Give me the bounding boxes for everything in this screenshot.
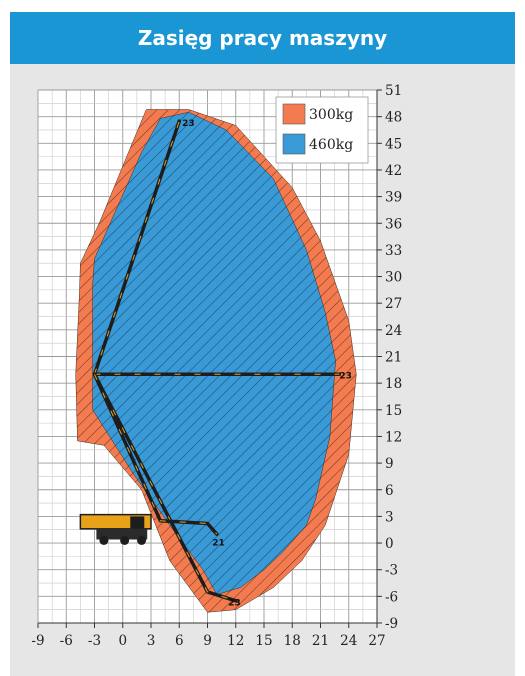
x-tick-label: 3 [147,633,156,649]
y-tick-label: -3 [385,563,398,579]
y-tick-label: 27 [385,296,402,312]
x-tick-label: 27 [368,633,385,649]
y-tick-label: 30 [385,270,402,286]
y-tick-label: -9 [385,616,398,632]
boom-arm-accent [94,120,180,375]
x-tick-label: -6 [60,633,73,649]
chart-header: Zasięg pracy maszyny [10,12,515,64]
machine-base [96,528,148,540]
x-tick-label: 6 [175,633,184,649]
legend-swatch [282,103,306,125]
y-tick-label: 12 [385,429,402,445]
y-tick-label: 18 [385,376,402,392]
y-tick-label: 39 [385,190,402,206]
boom-tip-label: 21 [212,538,225,548]
x-tick-label: 15 [255,633,272,649]
x-tick-label: 21 [312,633,329,649]
y-tick-label: 6 [385,483,394,499]
legend-label: 460kg [309,137,353,153]
header-title: Zasięg pracy maszyny [137,26,388,50]
y-tick-label: 24 [385,323,402,339]
y-tick-label: 48 [385,110,402,126]
x-tick-label: -3 [88,633,101,649]
x-tick-label: 12 [227,633,244,649]
y-tick-label: 15 [385,403,402,419]
y-tick-label: 45 [385,136,402,152]
boom-arm-accent [94,374,236,602]
y-tick-label: 33 [385,243,402,259]
boom-tip-label: 23 [228,599,241,609]
x-tick-label: 9 [203,633,212,649]
y-tick-label: 36 [385,216,402,232]
y-tick-label: -6 [385,589,398,605]
machine-drawing: 23 23 21 23 [79,119,352,609]
y-tick-label: 3 [385,509,394,525]
y-tick-label: 42 [385,163,402,179]
machine-wheel [137,535,147,545]
machine-cab [130,516,145,529]
boom-arm-accent [94,374,218,535]
legend: 300kg 460kg [275,96,369,164]
x-tick-label: -9 [31,633,44,649]
legend-label: 300kg [309,107,353,123]
x-tick-label: 18 [284,633,301,649]
y-tick-label: 51 [385,83,402,99]
machine-wheel [99,535,109,545]
legend-swatch [282,133,306,155]
x-tick-label: 24 [340,633,357,649]
y-tick-label: 0 [385,536,394,552]
boom-tip-label: 23 [182,119,195,129]
boom-tip-label: 23 [339,371,352,381]
machine-wheel [120,535,130,545]
x-tick-label: 0 [118,633,127,649]
y-tick-label: 9 [385,456,394,472]
y-tick-label: 21 [385,350,402,366]
